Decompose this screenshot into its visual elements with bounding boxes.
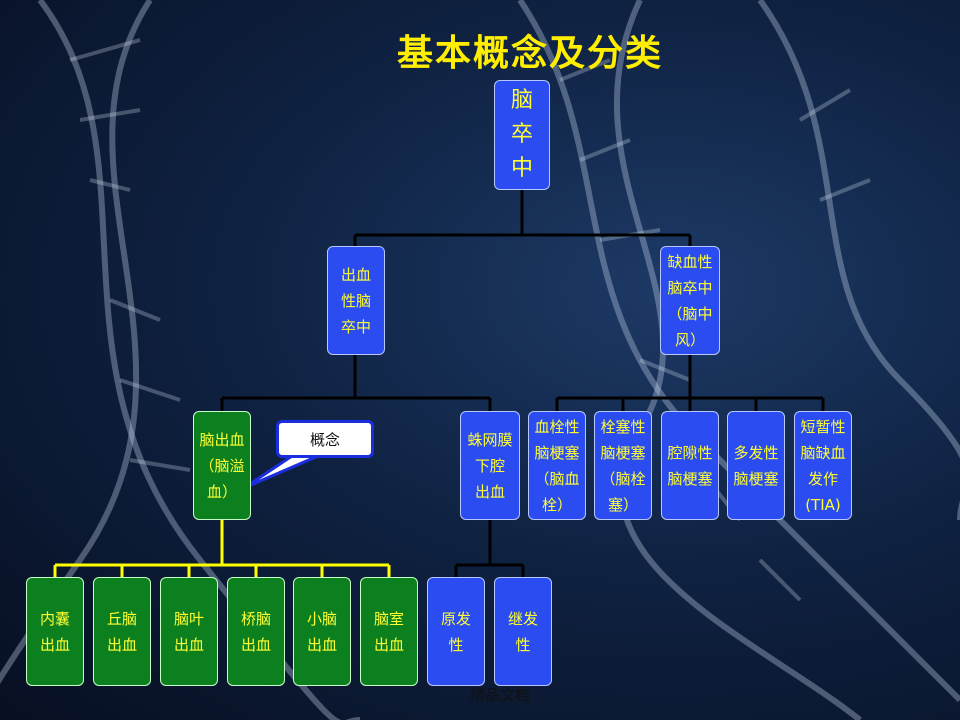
node-thalamic-hemorrhage: 丘脑 出血 [93,577,151,686]
node-multiple-infarction: 多发性 脑梗塞 [727,411,785,520]
node-stroke: 脑 卒 中 [494,80,550,190]
slide-title: 基本概念及分类 [396,32,663,74]
node-cerebellar-hemorrhage: 小脑 出血 [293,577,351,686]
node-pontine-hemorrhage: 桥脑 出血 [227,577,285,686]
footer-watermark: 精品文档 [469,686,530,704]
node-lobar-hemorrhage: 脑叶 出血 [160,577,218,686]
node-lacunar-infarction: 腔隙性 脑梗塞 [661,411,719,520]
node-secondary-sah: 继发 性 [494,577,552,686]
concept-callout-label: 概念 [309,430,340,449]
node-ischemic-stroke: 缺血性 脑卒中 （脑中 风） [660,246,720,355]
node-hemorrhagic-stroke: 出血 性脑 卒中 [327,246,385,355]
node-thrombotic-infarction: 血栓性 脑梗塞 （脑血 栓） [528,411,586,520]
node-tia: 短暂性 脑缺血 发作 (TIA) [794,411,852,520]
node-ventricular-hemorrhage: 脑室 出血 [360,577,418,686]
node-cerebral-hemorrhage: 脑出血 （脑溢 血） [193,411,251,520]
callout-pointer [243,454,319,490]
node-internal-capsule-hemorrhage: 内囊 出血 [26,577,84,686]
node-primary-sah: 原发 性 [427,577,485,686]
node-embolic-infarction: 栓塞性 脑梗塞 （脑栓 塞） [594,411,652,520]
node-stroke-label: 脑 卒 中 [510,88,533,181]
concept-callout: 概念 [276,420,374,458]
node-subarachnoid-hemorrhage: 蛛网膜 下腔 出血 [460,411,520,520]
